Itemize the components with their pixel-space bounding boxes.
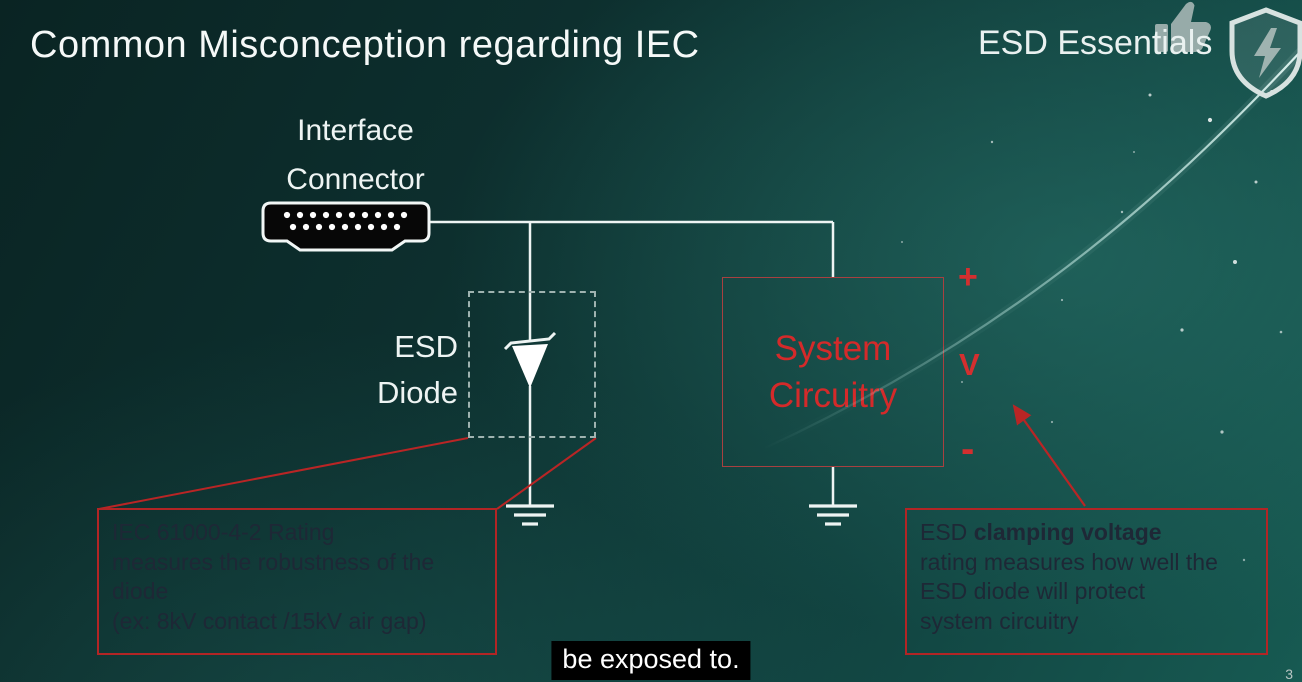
callout-clamping-line3: ESD diode will protect [920,578,1145,604]
callout-clamping-line4: system circuitry [920,607,1079,634]
thumbs-up-icon [1150,0,1214,63]
callout-leader-lines [98,437,597,510]
sparkle-dots [901,50,1283,562]
esd-diode-label-line2: Diode [377,375,458,410]
ground-symbol-system [809,504,857,526]
clamping-arrow [1012,404,1086,507]
esd-diode-label: ESD Diode [318,324,458,416]
callout-clamping-line2: rating measures how well the [920,548,1218,575]
terminal-v-label: V [959,347,980,382]
hdmi-connector-icon [261,201,431,252]
connector-label-line2: Connector [286,163,425,196]
connector-label: Interface Connector [238,106,473,204]
subtitle-caption: be exposed to. [551,641,751,680]
system-circuitry-label-line1: System [774,329,892,368]
callout-clamping-line1-prefix: ESD [920,519,974,545]
callout-clamping-line1: ESD clamping voltage [920,518,1253,548]
ground-symbol-diode [506,504,554,526]
terminal-plus-label: + [958,258,978,296]
esd-diode-label-line1: ESD [394,329,458,364]
callout-iec-line2: measures the robustness of the [112,548,435,575]
shield-icon [1226,6,1302,107]
page-number: 3 [1285,666,1293,682]
system-circuitry-box: System Circuitry [722,277,944,467]
system-circuitry-label-line2: Circuitry [768,376,898,415]
page-title: Common Misconception regarding IEC [30,24,700,66]
callout-iec-line3: diode [112,578,169,604]
callout-iec-rating: IEC 61000-4-2 Rating measures the robust… [97,508,497,655]
callout-clamping-voltage: ESD clamping voltage rating measures how… [905,508,1268,655]
callout-clamping-line1-bold: clamping voltage [973,519,1162,545]
brand-logo-text: ESD Essentials [978,24,1213,62]
terminal-minus-label: - [961,427,975,471]
esd-diode-highlight-box [468,291,596,438]
callout-iec-line4: (ex: 8kV contact /15kV air gap) [112,607,427,634]
connector-label-line1: Interface [297,114,414,147]
callout-iec-line1: IEC 61000-4-2 Rating [112,519,335,545]
